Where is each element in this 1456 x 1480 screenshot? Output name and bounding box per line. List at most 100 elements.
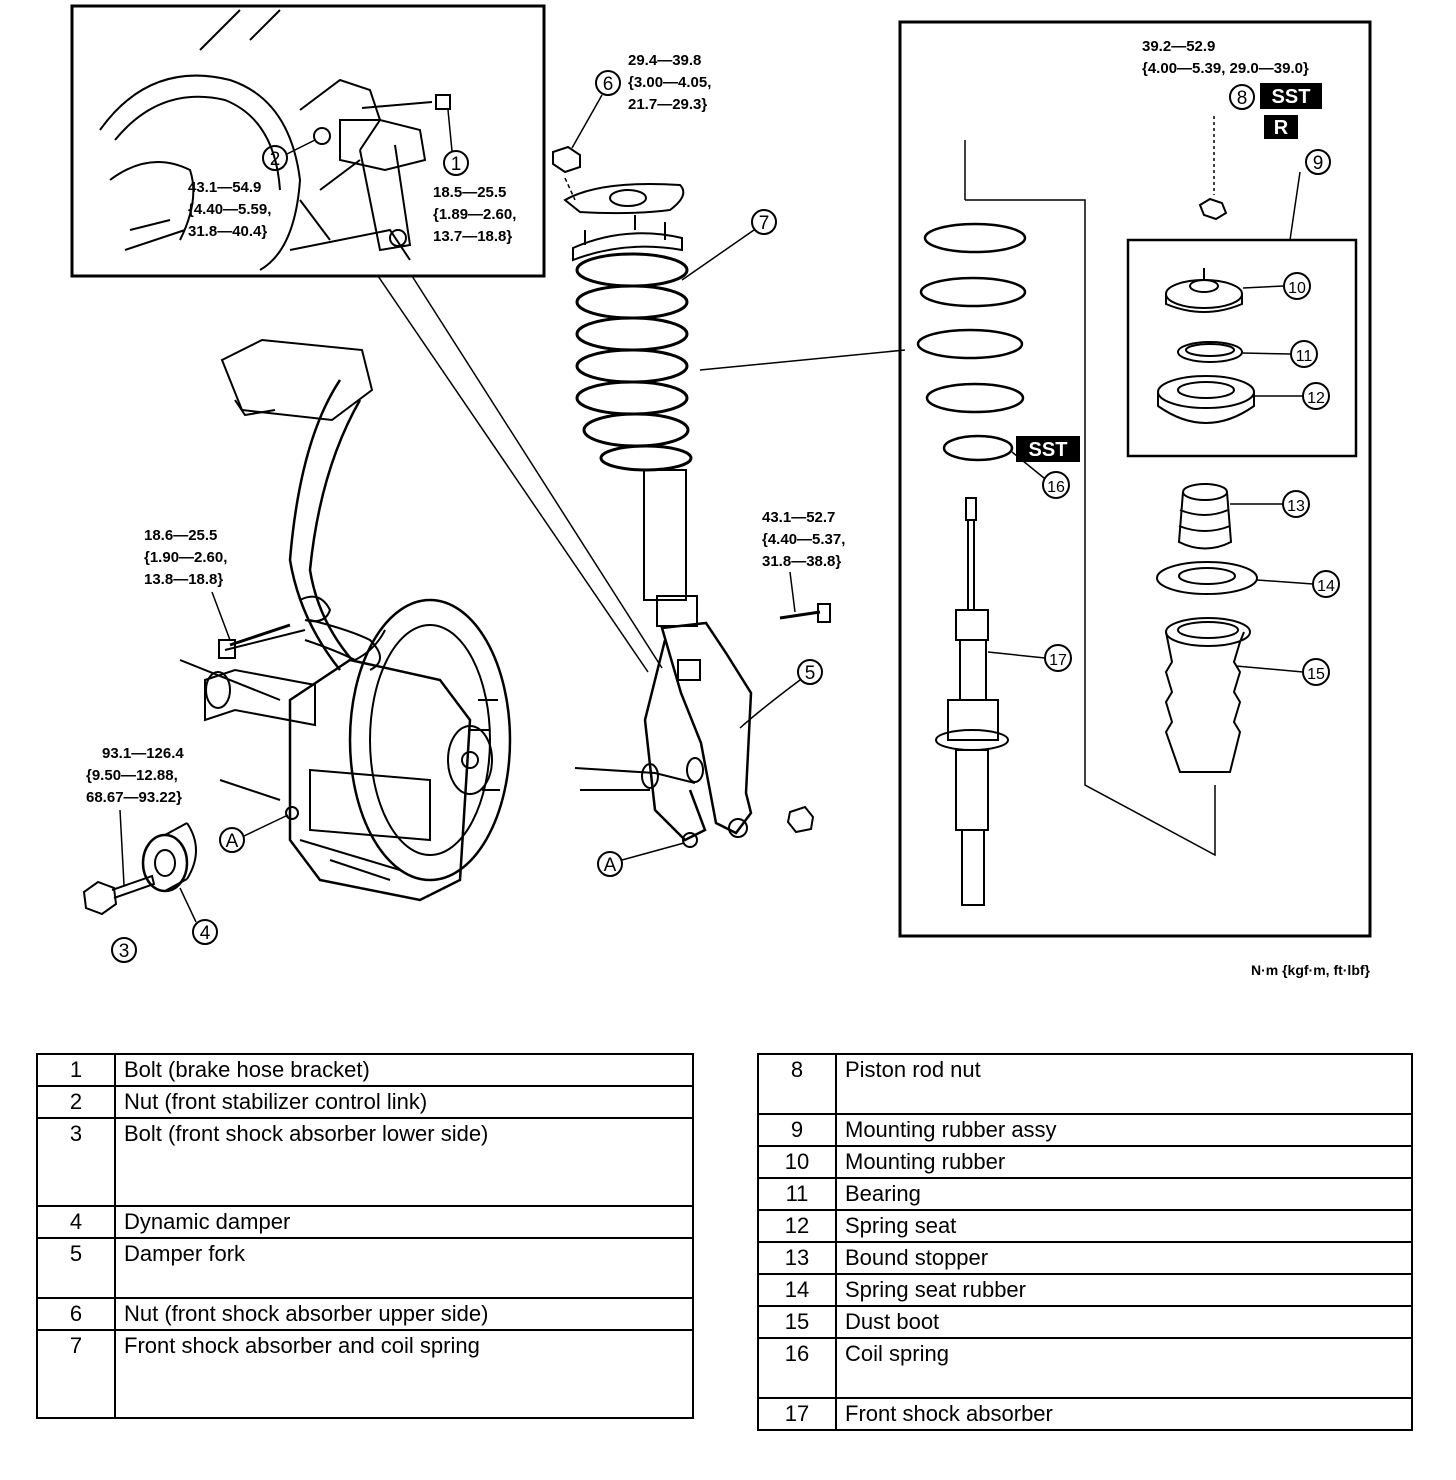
torque-label-1: 18.5—25.5 {1.89—2.60, 13.7—18.8} (433, 184, 516, 245)
svg-text:SST: SST (1272, 86, 1311, 108)
coil-spring-7 (575, 252, 693, 472)
svg-text:A: A (604, 855, 617, 876)
svg-text:39.2—52.9: 39.2—52.9 (1142, 38, 1215, 55)
svg-text:29.4—39.8: 29.4—39.8 (628, 52, 701, 69)
callout-5: 5 (739, 659, 823, 729)
spring-seat-rubber-14 (1156, 561, 1258, 595)
callout-15: 15 (1235, 658, 1330, 686)
callout-7: 7 (681, 209, 777, 281)
torque-label-2: 43.1—54.9 {4.40—5.59, 31.8—40.4} (188, 179, 271, 240)
svg-text:31.8—40.4}: 31.8—40.4} (188, 223, 267, 240)
shock-and-spring-assembly (552, 145, 831, 848)
svg-text:{4.00—5.39, 29.0—39.0}: {4.00—5.39, 29.0—39.0} (1142, 60, 1309, 77)
svg-text:3: 3 (119, 941, 130, 962)
svg-text:7: 7 (759, 213, 770, 234)
svg-text:5: 5 (805, 663, 816, 684)
callout-17: 17 (987, 644, 1072, 672)
svg-text:{9.50—12.88,: {9.50—12.88, (86, 767, 178, 784)
torque-label-3: 93.1—126.4 {9.50—12.88, 68.67—93.22} (86, 745, 184, 806)
svg-text:{4.40—5.59,: {4.40—5.59, (188, 201, 271, 218)
dynamic-damper-4 (141, 822, 197, 893)
callout-16: 16 (1011, 451, 1070, 499)
callout-10: 10 (1242, 272, 1311, 300)
shock-absorber-17 (935, 497, 1009, 906)
svg-text:SST: SST (1029, 439, 1068, 461)
bearing-11 (1177, 341, 1243, 363)
svg-text:17: 17 (1049, 652, 1067, 669)
svg-text:93.1—126.4: 93.1—126.4 (102, 745, 184, 762)
bolt-3 (82, 874, 156, 916)
svg-text:31.8—38.8}: 31.8—38.8} (762, 553, 841, 570)
svg-text:43.1—52.7: 43.1—52.7 (762, 509, 835, 526)
torque-label-6: 29.4—39.8 {3.00—4.05, 21.7—29.3} (628, 52, 711, 113)
svg-text:4: 4 (200, 923, 211, 944)
callout-13: 13 (1230, 490, 1310, 518)
callout-11: 11 (1241, 340, 1318, 368)
bound-stopper-13 (1177, 483, 1233, 550)
svg-text:1: 1 (451, 154, 462, 175)
torque-label-8: 39.2—52.9 {4.00—5.39, 29.0—39.0} (1142, 38, 1309, 77)
callout-8: 8 (1229, 84, 1255, 110)
units-label: N·m {kgf·m, ft·lbf} (1251, 962, 1370, 978)
dust-boot-15 (1164, 617, 1251, 773)
callout-9: 9 (1305, 149, 1331, 175)
mounting-rubber-10 (1165, 268, 1243, 313)
svg-text:11: 11 (1296, 348, 1313, 365)
svg-text:12: 12 (1307, 390, 1325, 407)
suspension-exploded-diagram: 1 2 18.5—25.5 {1.89—2.60, 13.7—18.8} 43.… (70, 4, 1372, 963)
svg-text:9: 9 (1313, 153, 1324, 174)
callout-2: 2 (262, 139, 316, 171)
svg-text:10: 10 (1288, 280, 1306, 297)
svg-text:21.7—29.3}: 21.7—29.3} (628, 96, 707, 113)
callout-4: 4 (179, 887, 218, 945)
torque-label-5: 43.1—52.7 {4.40—5.37, 31.8—38.8} (762, 509, 845, 570)
sst-tag-8: SST (1260, 83, 1322, 109)
callout-14: 14 (1256, 570, 1340, 598)
torque-label-bracket: 18.6—25.5 {1.90—2.60, 13.8—18.8} (144, 527, 227, 588)
callout-6: 6 (571, 70, 621, 149)
exploded-view-box (898, 20, 1372, 938)
r-tag-8: R (1264, 115, 1298, 139)
spring-seat-12 (1157, 375, 1255, 424)
sst-tag-16: SST (1016, 436, 1080, 462)
svg-text:18.5—25.5: 18.5—25.5 (433, 184, 506, 201)
svg-text:68.67—93.22}: 68.67—93.22} (86, 789, 182, 806)
svg-text:15: 15 (1307, 666, 1325, 683)
svg-text:{3.00—4.05,: {3.00—4.05, (628, 74, 711, 91)
svg-text:{1.90—2.60,: {1.90—2.60, (144, 549, 227, 566)
svg-text:{1.89—2.60,: {1.89—2.60, (433, 206, 516, 223)
svg-text:18.6—25.5: 18.6—25.5 (144, 527, 217, 544)
ref-mark-a-left: A (219, 814, 289, 853)
svg-text:8: 8 (1237, 88, 1248, 109)
coil-spring-16 (916, 222, 1027, 462)
callout-12: 12 (1254, 382, 1330, 410)
svg-text:43.1—54.9: 43.1—54.9 (188, 179, 261, 196)
svg-text:R: R (1274, 117, 1289, 139)
knuckle-assembly (179, 338, 512, 902)
svg-text:14: 14 (1317, 578, 1335, 595)
svg-text:16: 16 (1047, 479, 1065, 496)
svg-text:2: 2 (270, 149, 281, 170)
ref-mark-a-right: A (597, 842, 685, 877)
svg-text:13.8—18.8}: 13.8—18.8} (144, 571, 223, 588)
detail-inset (70, 4, 546, 278)
callout-3: 3 (111, 937, 137, 963)
svg-text:13: 13 (1287, 498, 1305, 515)
svg-text:6: 6 (603, 74, 614, 95)
